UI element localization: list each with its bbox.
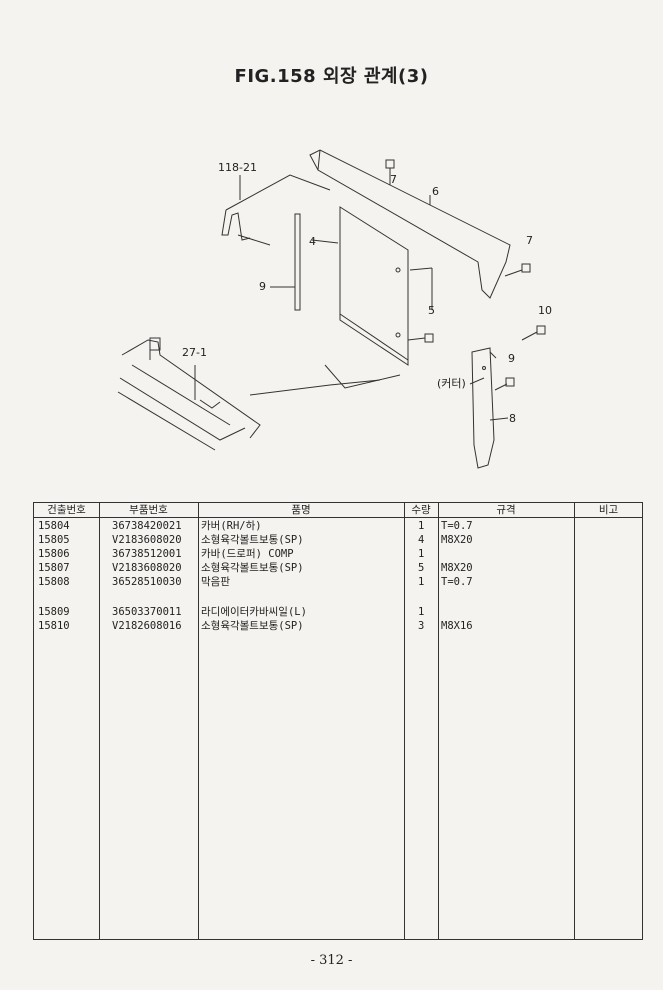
cell-item-no: 15806 bbox=[38, 548, 70, 560]
cell-spec: M8X16 bbox=[441, 620, 473, 632]
header-part-name: 품명 bbox=[291, 504, 311, 516]
bolt-9-10-drawings bbox=[494, 325, 546, 391]
bolt-7-drawings bbox=[385, 159, 531, 277]
cell-quantity: 4 bbox=[418, 534, 425, 546]
cell-item-no: 15810 bbox=[38, 620, 70, 632]
column-divider bbox=[438, 503, 439, 939]
callout-cutter: (커터) bbox=[437, 377, 466, 390]
cell-quantity: 3 bbox=[418, 620, 425, 632]
callout-4: 4 bbox=[309, 235, 316, 248]
cell-part-name: 카바(드로퍼) COMP bbox=[201, 548, 294, 560]
part-118-21-drawing bbox=[221, 174, 331, 246]
column-divider bbox=[198, 503, 199, 939]
header-remarks: 비고 bbox=[598, 504, 619, 516]
cell-item-no: 15807 bbox=[38, 562, 70, 574]
part-27-1-frame-drawing bbox=[117, 337, 401, 451]
cell-quantity: 1 bbox=[418, 576, 425, 588]
cell-spec: T=0.7 bbox=[441, 520, 473, 532]
page-title: FIG.158 외장 관계(3) bbox=[234, 66, 429, 87]
column-divider bbox=[99, 503, 100, 939]
callout-10: 10 bbox=[538, 304, 552, 317]
callout-6: 6 bbox=[432, 185, 439, 198]
cell-quantity: 1 bbox=[418, 606, 425, 618]
cell-part-no: 36738512001 bbox=[112, 548, 182, 560]
header-quantity: 수량 bbox=[411, 504, 431, 516]
cell-part-name: 소형육각볼트보통(SP) bbox=[201, 562, 304, 574]
diagram-drawing bbox=[117, 149, 546, 469]
callout-7-top: 7 bbox=[390, 173, 397, 186]
callout-5: 5 bbox=[428, 304, 435, 317]
exploded-parts-diagram: 118-21 7 6 4 7 9 5 10 27-1 9 (커터) 8 bbox=[117, 149, 552, 469]
cell-item-no: 15808 bbox=[38, 576, 70, 588]
table-header-row bbox=[34, 503, 642, 518]
cell-item-no: 15804 bbox=[38, 520, 70, 532]
header-spec: 규격 bbox=[496, 504, 516, 516]
callout-9-left: 9 bbox=[259, 280, 266, 293]
cell-spec: T=0.7 bbox=[441, 576, 473, 588]
bolt-5-drawings bbox=[407, 267, 434, 343]
cell-quantity: 5 bbox=[418, 562, 425, 574]
part-6-beam-drawing bbox=[309, 149, 511, 299]
page-number: - 312 - bbox=[310, 953, 353, 968]
header-part-no: 부품번호 bbox=[129, 504, 168, 516]
cell-quantity: 1 bbox=[418, 520, 425, 532]
cell-spec: M8X20 bbox=[441, 534, 473, 546]
cell-part-name: 소형육각볼트보통(SP) bbox=[201, 534, 304, 546]
cell-quantity: 1 bbox=[418, 548, 425, 560]
column-divider bbox=[574, 503, 575, 939]
cell-item-no: 15809 bbox=[38, 606, 70, 618]
header-item-no: 건출번호 bbox=[47, 504, 86, 516]
cell-part-name: 막음판 bbox=[201, 576, 230, 588]
cell-part-no: V2183608020 bbox=[112, 562, 182, 574]
callout-118-21: 118-21 bbox=[218, 161, 257, 174]
part-8-cover-drawing bbox=[469, 347, 509, 469]
cell-part-no: 36503370011 bbox=[112, 606, 182, 618]
parts-table: 건출번호 부품번호 품명 수량 규격 비고 15804 36738420021 … bbox=[33, 502, 643, 940]
cell-part-name: 소형육각볼트보통(SP) bbox=[201, 620, 304, 632]
part-4-panel-drawing bbox=[311, 206, 409, 366]
cell-part-no: 36528510030 bbox=[112, 576, 182, 588]
cell-item-no: 15805 bbox=[38, 534, 70, 546]
column-divider bbox=[404, 503, 405, 939]
cell-part-name: 카버(RH/하) bbox=[201, 520, 262, 532]
cell-part-no: V2182608016 bbox=[112, 620, 182, 632]
part-9-strip-drawing bbox=[270, 213, 301, 311]
cell-part-no: 36738420021 bbox=[112, 520, 182, 532]
cell-part-name: 라디에이터카바씨일(L) bbox=[201, 606, 307, 618]
callout-7-right: 7 bbox=[526, 234, 533, 247]
callout-8: 8 bbox=[509, 412, 516, 425]
callout-9-right: 9 bbox=[508, 352, 515, 365]
cell-spec: M8X20 bbox=[441, 562, 473, 574]
cell-part-no: V2183608020 bbox=[112, 534, 182, 546]
callout-27-1: 27-1 bbox=[182, 346, 207, 359]
